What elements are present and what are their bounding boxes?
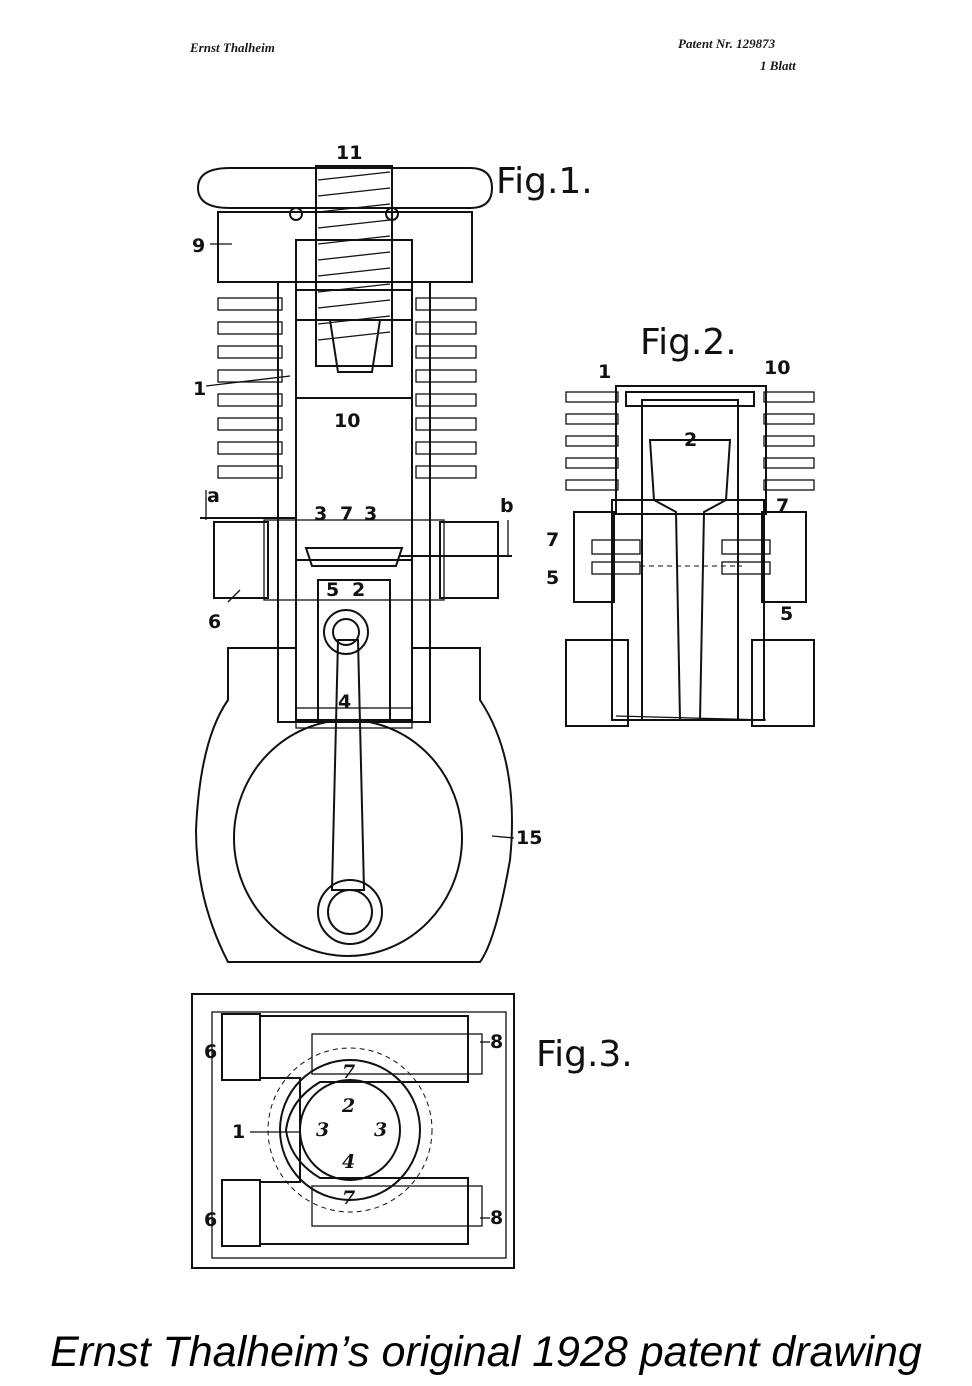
label-3: 3	[316, 1119, 329, 1141]
label-3: 3	[314, 503, 327, 525]
label-a: a	[207, 485, 220, 507]
fig2-title: Fig.2.	[640, 322, 737, 363]
label-7: 7	[776, 495, 789, 517]
label-1: 1	[598, 361, 611, 383]
label-1: 1	[232, 1121, 245, 1143]
label-7: 7	[342, 1187, 355, 1209]
label-5: 5	[546, 567, 559, 589]
label-9: 9	[192, 235, 205, 257]
label-7: 7	[342, 1061, 355, 1083]
label-11: 11	[336, 142, 362, 164]
figure-3	[191, 993, 515, 1269]
label-3: 3	[364, 503, 377, 525]
label-10: 10	[334, 410, 360, 432]
label-8: 8	[490, 1207, 503, 1229]
label-15: 15	[516, 827, 542, 849]
label-b: b	[500, 495, 514, 517]
label-4: 4	[342, 1151, 355, 1173]
label-2: 2	[341, 1095, 355, 1117]
fig1-title: Fig.1.	[496, 161, 593, 202]
label-10: 10	[764, 357, 790, 379]
sheet-count: 1 Blatt	[760, 58, 796, 73]
label-8: 8	[490, 1031, 503, 1053]
figure-1	[194, 165, 515, 963]
label-5: 5	[780, 603, 793, 625]
label-7: 7	[546, 529, 559, 551]
label-2: 2	[352, 579, 365, 601]
fig3-title: Fig.3.	[536, 1034, 633, 1075]
label-2: 2	[684, 429, 697, 451]
label-1: 1	[193, 378, 206, 400]
patent-drawing: Fig.1. 11 9 1 10 a b 3 7 3 5 2 6 4 15	[191, 142, 815, 1269]
label-3: 3	[374, 1119, 387, 1141]
label-6: 6	[204, 1209, 217, 1231]
label-6: 6	[204, 1041, 217, 1063]
label-5: 5	[326, 579, 339, 601]
label-7: 7	[340, 503, 353, 525]
label-6: 6	[208, 611, 221, 633]
figure-caption: Ernst Thalheim’s original 1928 patent dr…	[50, 1328, 922, 1376]
inventor-name: Ernst Thalheim	[190, 40, 275, 55]
label-4: 4	[338, 691, 351, 713]
figure-2	[565, 385, 815, 727]
patent-number: Patent Nr. 129873	[678, 36, 776, 51]
